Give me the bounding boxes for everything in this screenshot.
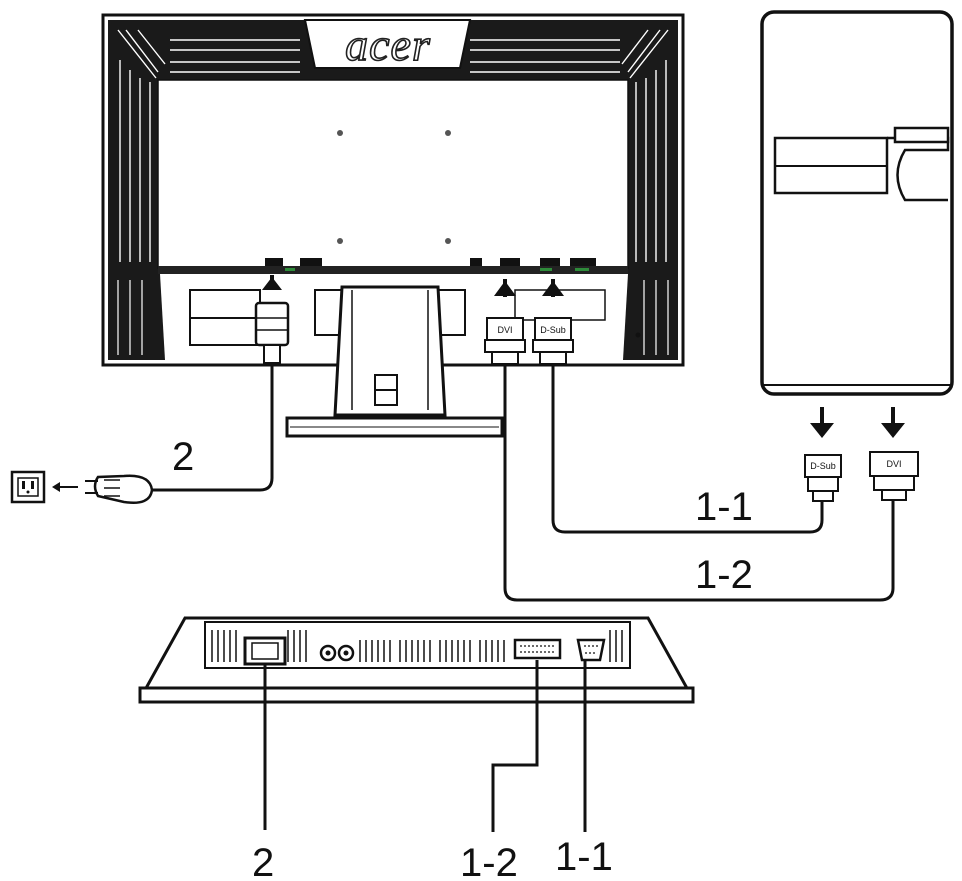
callout-dsub-bottom: 1-1 xyxy=(555,835,613,879)
monitor-rear-view: acer xyxy=(101,13,685,438)
arrow-down-icon xyxy=(881,423,905,438)
dvi-connector-pc xyxy=(869,451,919,477)
dvi-label-monitor: DVI xyxy=(497,325,512,335)
callout-power-bottom: 2 xyxy=(252,841,274,881)
arrow-up-icon xyxy=(542,281,564,296)
dsub-port-bottom xyxy=(576,638,606,662)
acer-logo: acer xyxy=(345,19,431,70)
status-leds xyxy=(285,268,589,271)
arrow-left-icon xyxy=(52,482,60,492)
callout-dvi-cable: 1-2 xyxy=(695,553,753,597)
arrow-up-icon xyxy=(262,277,282,290)
callout-dvi-bottom: 1-2 xyxy=(460,841,518,881)
power-cord-top: 2 xyxy=(10,275,290,504)
pc-case xyxy=(760,10,954,396)
connector-strip xyxy=(158,266,628,274)
dsub-label-pc: D-Sub xyxy=(810,461,836,471)
vent-grille xyxy=(211,630,623,662)
pc-tower xyxy=(760,10,954,396)
dsub-cable xyxy=(551,364,824,534)
monitor-bottom-view: 2 1-2 1-1 xyxy=(138,616,695,881)
rear-panel xyxy=(157,79,629,269)
arrow-down-icon xyxy=(810,423,834,438)
callout-dsub-cable: 1-1 xyxy=(695,485,753,529)
logo-plate xyxy=(303,19,472,69)
arrow-up-icon xyxy=(494,281,516,296)
pc-video-connectors: D-Sub DVI xyxy=(804,407,919,502)
power-plug-connector xyxy=(254,301,290,347)
dvi-label-pc: DVI xyxy=(886,459,901,469)
dsub-label-monitor: D-Sub xyxy=(540,325,566,335)
wall-plug xyxy=(93,474,154,504)
optical-drive-tray xyxy=(893,126,950,144)
monitor-stand xyxy=(285,285,504,438)
video-cables: 1-1 1-2 xyxy=(503,364,895,602)
dvi-port-bottom xyxy=(513,638,562,660)
dvi-cable xyxy=(503,364,895,602)
callout-power-top: 2 xyxy=(172,435,194,479)
vesa-holes xyxy=(337,130,451,244)
monitor-video-connectors: DVI D-Sub xyxy=(484,279,574,365)
